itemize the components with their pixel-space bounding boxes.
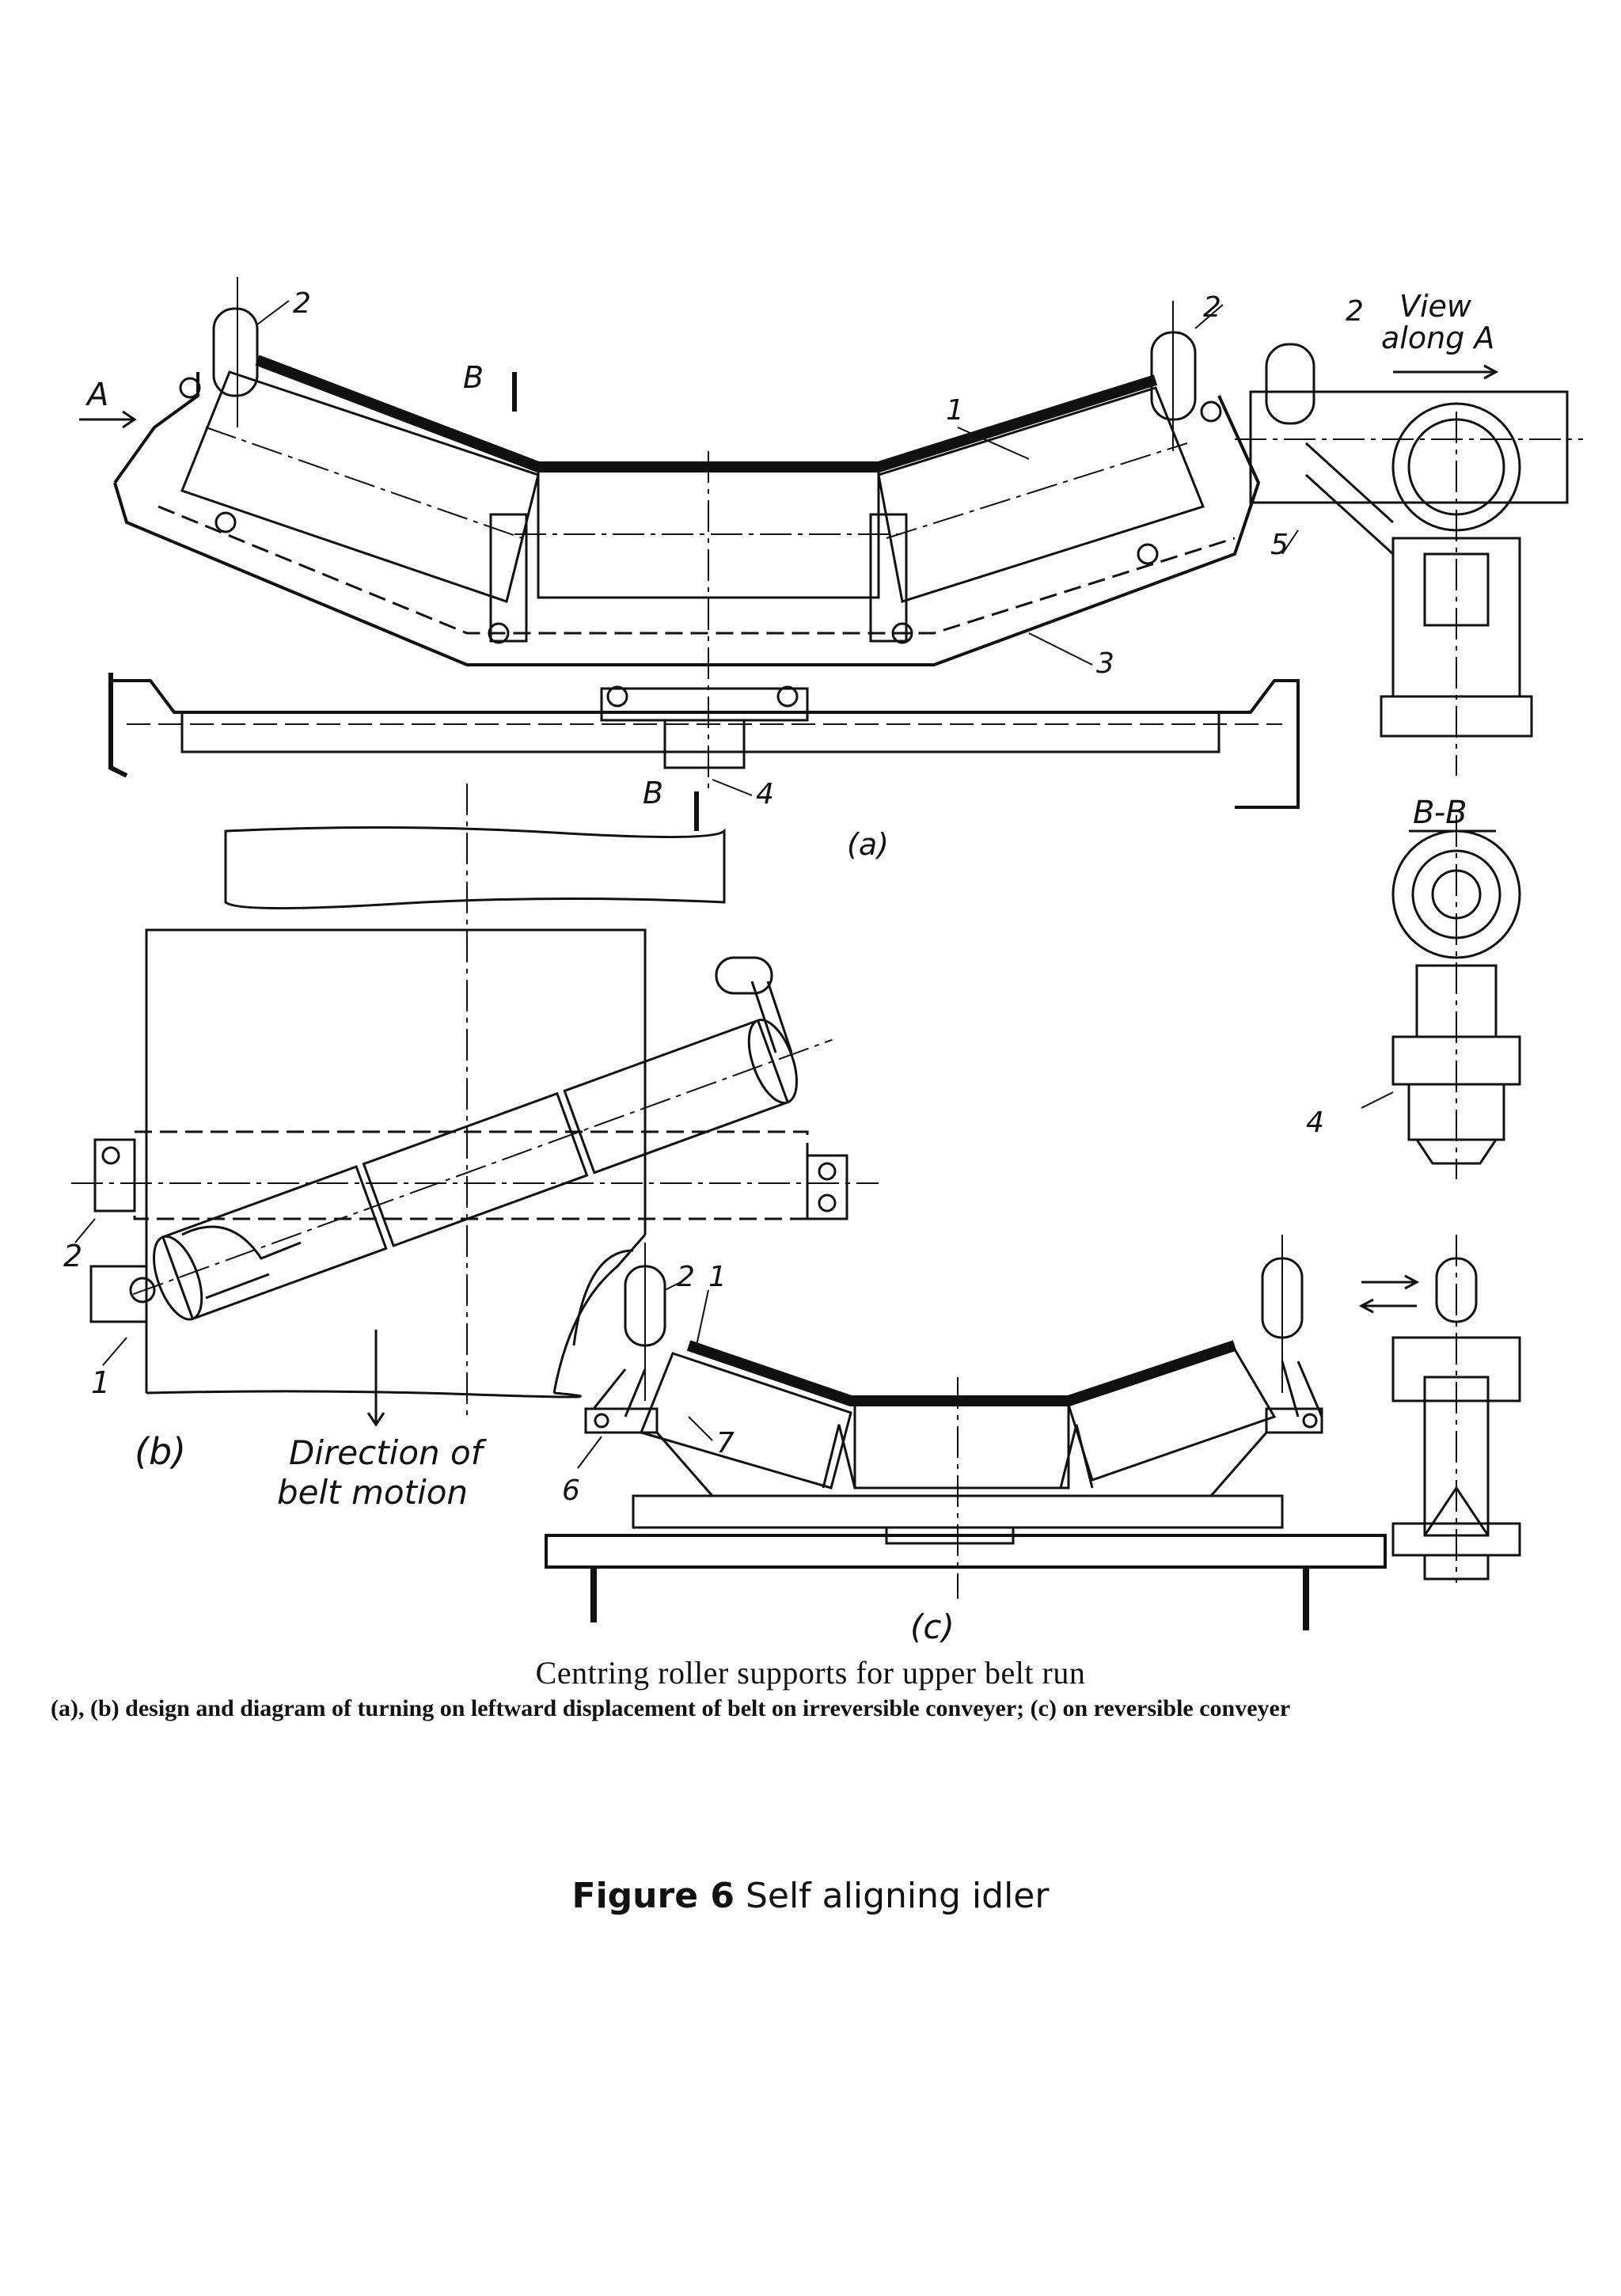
label-num-3: 3 <box>1096 647 1114 680</box>
drawing-labels: (a) (b) (c) View along A B-B A B B Direc… <box>63 287 1494 1646</box>
label-num-2-a-left: 2 <box>293 287 311 320</box>
figure-title: Self aligning idler <box>734 1876 1050 1916</box>
label-c: (c) <box>910 1607 955 1646</box>
label-section-b-bottom: B <box>643 776 663 810</box>
label-num-2-b: 2 <box>63 1239 82 1273</box>
label-num-6: 6 <box>562 1474 580 1507</box>
label-num-4-a: 4 <box>756 778 774 810</box>
label-num-4-bb: 4 <box>1306 1106 1324 1139</box>
label-belt-motion: belt motion <box>277 1473 468 1512</box>
view-along-a <box>1235 343 1583 776</box>
label-num-2-view: 2 <box>1346 295 1364 328</box>
label-num-2-c: 2 <box>677 1261 695 1293</box>
label-num-1-b: 1 <box>91 1365 110 1400</box>
label-num-5: 5 <box>1270 529 1289 561</box>
label-a: (a) <box>847 827 889 862</box>
label-along-a: along A <box>1381 321 1494 355</box>
view-c-side <box>1358 1235 1521 1583</box>
view-c <box>545 1235 1387 1630</box>
caption-subtitle: (a), (b) design and diagram of turning o… <box>51 1695 1291 1721</box>
label-num-1-a: 1 <box>946 394 964 427</box>
label-num-7: 7 <box>716 1427 735 1459</box>
label-num-1-c: 1 <box>708 1261 727 1293</box>
label-section-bb: B-B <box>1413 795 1467 831</box>
label-b: (b) <box>135 1430 186 1473</box>
label-view: View <box>1399 289 1472 324</box>
label-num-2-a-right: 2 <box>1203 291 1221 324</box>
section-b-b <box>1361 815 1521 1179</box>
label-direction: Direction of <box>289 1433 488 1472</box>
label-section-b-top: B <box>463 360 484 395</box>
view-a-front <box>79 277 1300 831</box>
figure-number: Figure 6 <box>571 1876 735 1916</box>
figure-caption: Figure 6 Self aligning idler <box>0 1876 1621 1916</box>
caption-title: Centring roller supports for upper belt … <box>535 1655 1086 1691</box>
label-arrow-a: A <box>85 377 108 413</box>
diagram-b <box>71 784 879 1427</box>
